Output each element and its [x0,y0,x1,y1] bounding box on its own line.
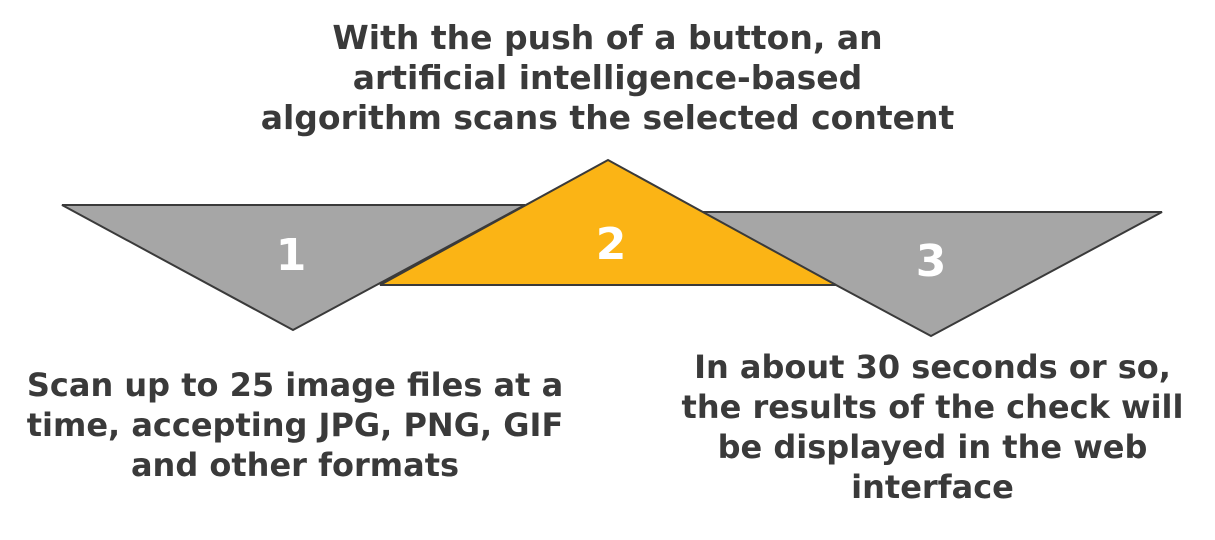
caption-line: be displayed in the web [717,428,1148,466]
caption-line: interface [851,468,1014,506]
caption-line: the results of the check will [681,388,1184,426]
caption-line: time, accepting JPG, PNG, GIF [26,406,564,444]
caption-line: artificial intelligence-based [352,58,863,97]
step-2-triangle [379,158,837,286]
step-2-caption: With the push of a button, an artificial… [230,18,985,138]
step-1-caption: Scan up to 25 image files at a time, acc… [10,365,580,485]
caption-line: algorithm scans the selected content [260,98,955,137]
caption-line: Scan up to 25 image files at a [26,366,564,404]
step-1-number: 1 [276,230,307,281]
step-1-triangle [61,204,526,332]
caption-line: and other formats [130,446,460,484]
step-2-number: 2 [596,219,627,270]
caption-line: With the push of a button, an [332,18,883,57]
step-3-caption: In about 30 seconds or so, the results o… [660,347,1205,507]
step-3-number: 3 [916,236,947,287]
caption-line: In about 30 seconds or so, [694,348,1171,386]
